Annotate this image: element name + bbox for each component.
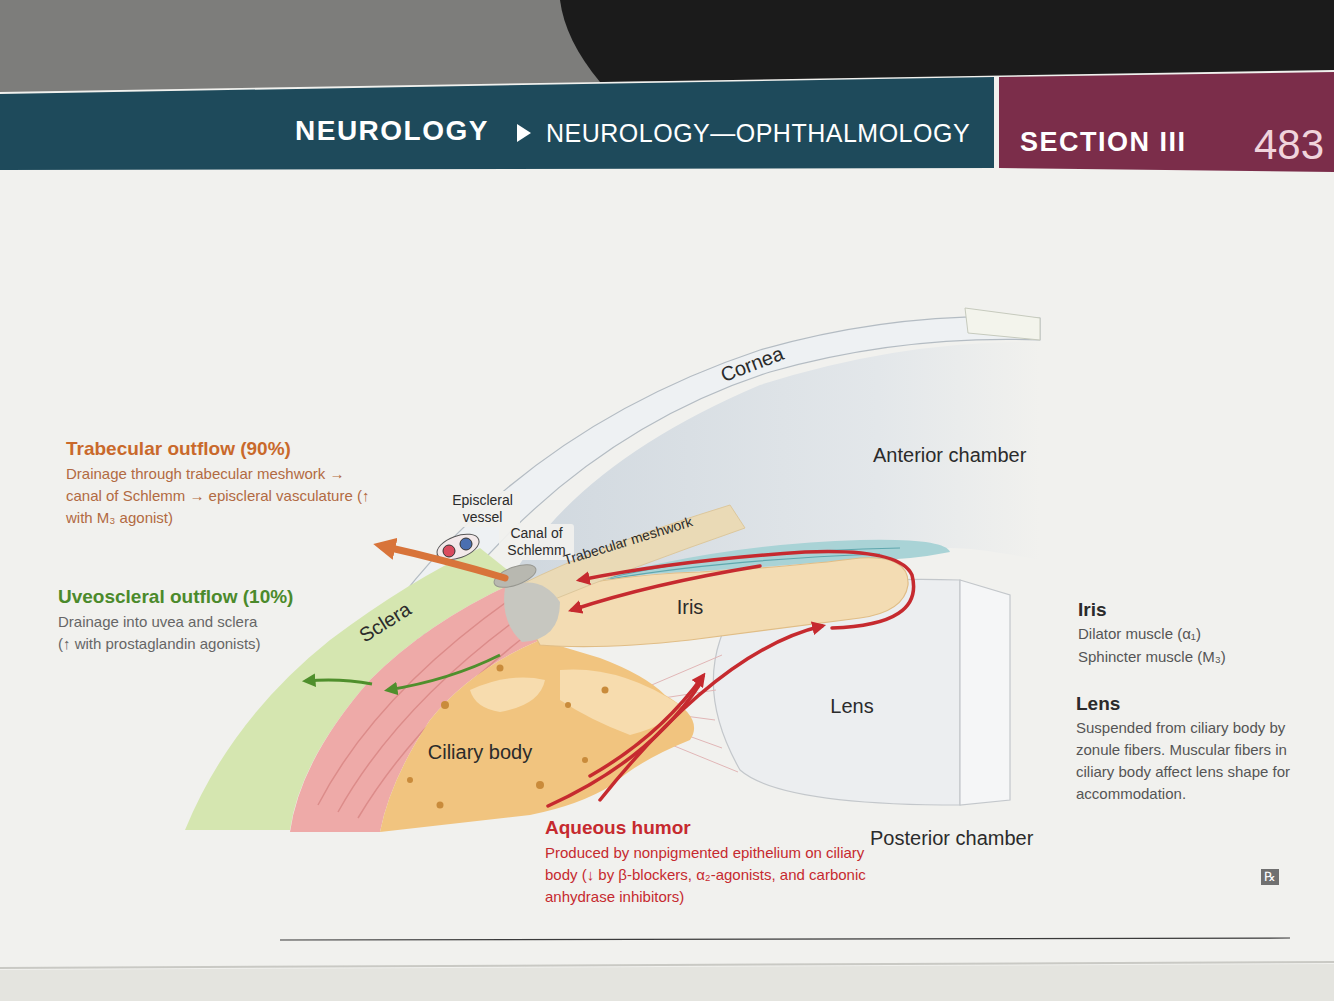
aqueous-flow-arrows	[548, 551, 914, 806]
structure-label: Episcleral vessel	[445, 491, 520, 527]
ciliary-process	[470, 678, 545, 712]
structure-label: Ciliary body	[428, 740, 532, 764]
dark-cloth	[560, 0, 1334, 82]
breadcrumb-triangle	[517, 124, 531, 142]
section-tab: SECTION III	[1020, 126, 1187, 158]
uveoscleral-outflow-arrow	[306, 680, 372, 684]
scleral-spur	[504, 582, 560, 642]
structure-label: Sclera	[355, 597, 416, 647]
callout-heading: Uveoscleral outflow (10%)	[58, 586, 293, 609]
uveoscleral-outflow-arrow	[388, 655, 500, 690]
structure-label: Lens	[830, 694, 873, 718]
callout-heading: Aqueous humor	[545, 817, 691, 840]
lens-cut-face	[960, 580, 1010, 805]
book-page	[0, 70, 1334, 1001]
page-number: 483	[1254, 120, 1324, 170]
callout-body: Produced by nonpigmented epithelium on c…	[545, 842, 875, 908]
structure-label: Iris	[677, 595, 704, 619]
vessel-lumen	[443, 545, 455, 557]
callout-heading: Lens	[1076, 693, 1120, 716]
callout-body: Drainage through trabecular meshwork → c…	[66, 463, 371, 529]
structure-label: Anterior chamber	[873, 443, 1026, 467]
callout-body: Drainage into uvea and sclera (↑ with pr…	[58, 611, 263, 655]
structure-label: Trabecular meshwork	[561, 513, 694, 568]
structure-label: Cornea	[717, 341, 787, 387]
page-rule	[280, 938, 1290, 940]
pigment-spots	[407, 665, 609, 809]
header-bar	[0, 77, 994, 170]
trabecular-outflow-arrow	[382, 546, 505, 578]
callout-body: Dilator muscle (α₁)	[1078, 625, 1201, 643]
running-head: NEUROLOGY	[295, 114, 489, 148]
running-subhead: NEUROLOGY—OPHTHALMOLOGY	[546, 118, 970, 148]
section-tab	[999, 72, 1334, 172]
callout-body: Sphincter muscle (M₃)	[1078, 648, 1226, 666]
structure-label: Posterior chamber	[870, 826, 1033, 850]
rx-icon: ℞	[1261, 869, 1279, 885]
callout-heading: Iris	[1078, 599, 1107, 622]
page-lower-edge	[0, 964, 1334, 1001]
cornea-cut-face	[965, 308, 1040, 340]
callout-heading: Trabecular outflow (90%)	[66, 438, 291, 461]
callout-body: Suspended from ciliary body by zonule fi…	[1076, 717, 1304, 805]
vessel-lumen	[460, 538, 472, 550]
